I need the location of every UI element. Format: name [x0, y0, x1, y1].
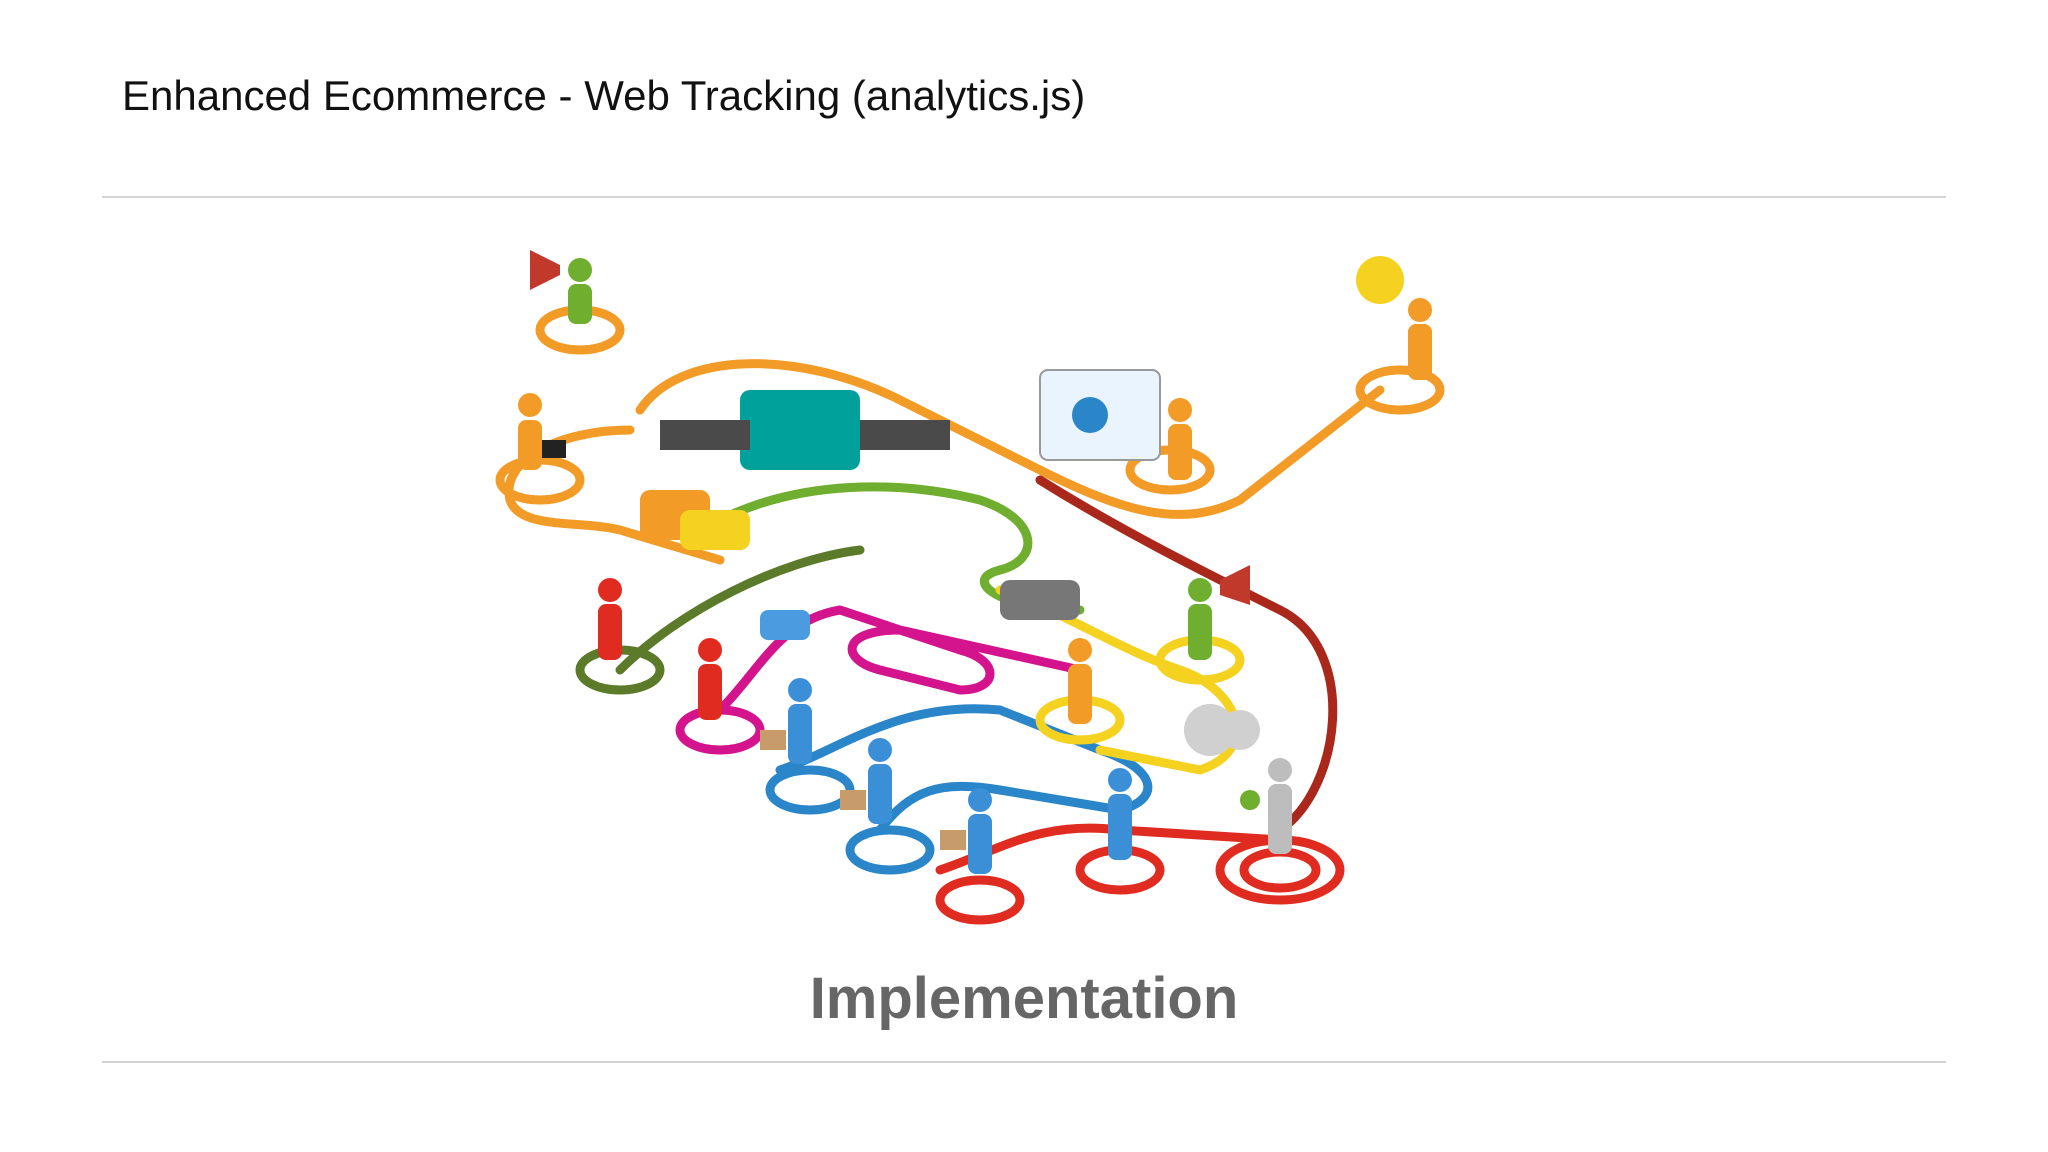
figure-blue-3: [940, 788, 992, 874]
top-divider: [102, 196, 1946, 198]
path-blue: [775, 704, 1153, 835]
path-magenta: [715, 605, 1085, 715]
figure-blue-1: [760, 678, 812, 764]
figure-orange-lightbulb: [1356, 256, 1432, 380]
path-red: [935, 823, 1285, 875]
path-darkred: [1035, 475, 1338, 835]
path-orange-top: [635, 359, 1385, 519]
figure-orange-browser: [1039, 369, 1192, 480]
figure-blue-2: [840, 738, 892, 824]
figure-red: [598, 578, 622, 660]
path-orange-left: [504, 425, 725, 565]
cloud: [1184, 704, 1260, 756]
figure-green-megaphone: [530, 250, 592, 324]
path-green: [715, 482, 1085, 615]
figure-green-megaphone-2: [1188, 565, 1250, 660]
bottom-divider: [102, 1061, 1946, 1063]
figure-red-2: [698, 638, 722, 720]
figure-gray-thumbsup: [1240, 758, 1292, 854]
customer-journey-figures-icon: [495, 250, 1445, 925]
chat-bubbles: [640, 490, 810, 640]
figure-blue-standing: [1108, 768, 1132, 860]
slide-title: Enhanced Ecommerce - Web Tracking (analy…: [122, 72, 1086, 119]
figure-orange-briefcase: [518, 393, 566, 470]
factory-machine: [660, 390, 950, 470]
slide-subtitle: Implementation: [809, 966, 1239, 1031]
path-olive: [615, 545, 865, 675]
figure-orange-telescope: [1000, 580, 1092, 724]
